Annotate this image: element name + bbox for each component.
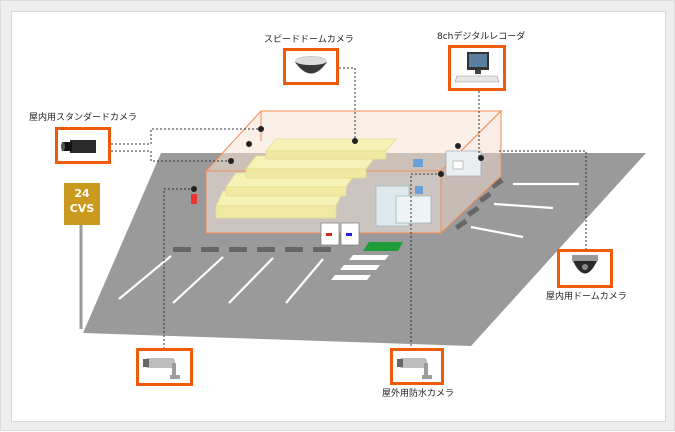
- outdoor-camera-box-right[interactable]: [390, 348, 444, 385]
- store-sign-pole: [64, 183, 100, 329]
- camera-positions: [191, 126, 484, 192]
- speed-dome-camera-icon: [295, 56, 327, 74]
- box-camera-icon: [61, 140, 96, 153]
- store-counter: [375, 159, 432, 227]
- crosswalk: [331, 255, 389, 280]
- speed-dome-camera-box[interactable]: [283, 48, 339, 85]
- store-shelves: [215, 138, 397, 219]
- store-sign-number: 24: [74, 187, 90, 200]
- recorder-box[interactable]: [448, 45, 506, 91]
- store-sign-text: CVS: [69, 202, 95, 215]
- outdoor-waterproof-camera-label: 屋外用防水カメラ: [382, 389, 455, 399]
- indoor-dome-camera-box[interactable]: [557, 249, 613, 288]
- speed-dome-camera-label: スピードドームカメラ: [264, 35, 354, 45]
- bullet-camera-icon: [397, 358, 432, 379]
- dome-camera-icon: [572, 255, 598, 274]
- outdoor-camera-box-left[interactable]: [136, 348, 193, 386]
- connection-lines: [111, 67, 587, 348]
- parking-lines-right: [470, 182, 579, 239]
- fire-extinguisher: [191, 194, 197, 204]
- entrance-mat: [363, 242, 403, 251]
- parking-lines-front: [118, 255, 324, 304]
- indoor-dome-camera-label: 屋内用ドームカメラ: [546, 292, 627, 302]
- curb-stops-right: [454, 177, 504, 230]
- recorder-label: 8chデジタルレコーダ: [437, 32, 526, 42]
- bullet-camera-icon: [143, 358, 180, 379]
- digital-recorder-icon: [454, 52, 500, 83]
- curb-stops-front: [173, 247, 331, 252]
- vending-machines: [320, 222, 360, 246]
- back-room: [445, 150, 482, 177]
- indoor-standard-camera-label: 屋内用スタンダードカメラ: [29, 113, 138, 123]
- indoor-standard-camera-box[interactable]: [55, 127, 111, 164]
